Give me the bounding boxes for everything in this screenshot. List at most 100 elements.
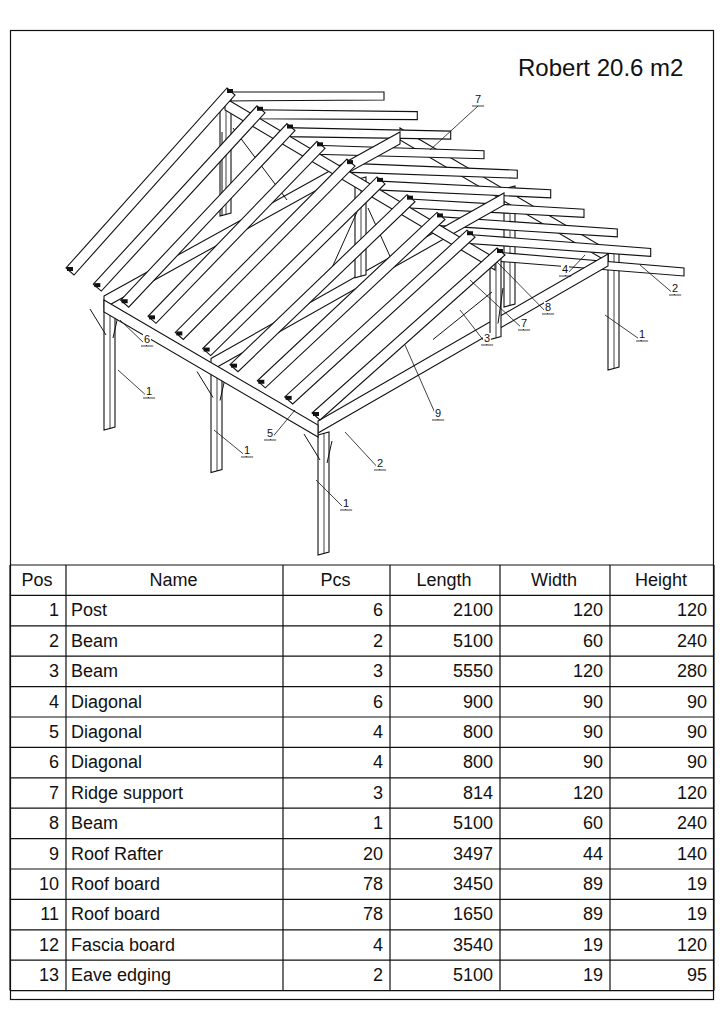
table-rule — [10, 595, 714, 596]
timber-edge — [496, 259, 497, 339]
timber-edge — [327, 441, 332, 463]
table-cell: 4 — [288, 934, 383, 956]
table-cell: Roof board — [71, 903, 276, 925]
table-header: Width — [505, 569, 603, 591]
table-cell: 120 — [505, 660, 603, 682]
table-cell: 19 — [615, 873, 707, 895]
table-cell: 3497 — [395, 843, 493, 865]
callout-number: 6 — [143, 334, 151, 345]
roof-rafter — [285, 128, 451, 140]
rafter-bracket — [258, 380, 264, 384]
table-rule — [10, 868, 714, 869]
table-cell: 6 — [288, 691, 383, 713]
timber-edge — [498, 288, 503, 324]
roof-rafter — [93, 106, 265, 291]
table-header: Height — [615, 569, 707, 591]
table-cell: 90 — [615, 691, 707, 713]
table-cell: Roof board — [71, 873, 276, 895]
table-rule — [10, 990, 714, 991]
table-cell: 8 — [15, 812, 59, 834]
rafter-bracket — [122, 299, 128, 303]
roof-rafter — [315, 145, 484, 158]
table-cell: Roof Rafter — [71, 843, 276, 865]
leader-line — [497, 262, 548, 314]
table-cell: 120 — [615, 934, 707, 956]
table-cell: Eave edging — [71, 964, 276, 986]
table-cell: Beam — [71, 812, 276, 834]
table-rule — [10, 747, 714, 748]
leader-line — [143, 398, 155, 399]
leader-line — [605, 315, 642, 341]
table-rule — [609, 565, 610, 991]
table-rule — [10, 899, 714, 900]
roof-rafter — [285, 230, 475, 404]
callout-number: 5 — [266, 428, 274, 439]
callout-number: 1 — [638, 329, 646, 340]
roof-rafter — [121, 124, 295, 308]
post — [318, 432, 329, 555]
table-rule — [10, 960, 714, 961]
table-cell: 3 — [288, 782, 383, 804]
leader-line — [518, 330, 530, 331]
table-cell: 44 — [505, 843, 603, 865]
rafter-bracket — [437, 213, 443, 217]
rafter-bracket — [347, 160, 353, 164]
callout-number: 7 — [474, 94, 482, 105]
leader-line — [264, 440, 276, 441]
table-cell: 10 — [15, 873, 59, 895]
table-cell: 5100 — [395, 812, 493, 834]
post — [211, 370, 222, 473]
frame — [11, 31, 714, 1000]
rafter-bracket — [231, 364, 237, 368]
leader-line — [636, 341, 648, 342]
table-cell: 2 — [288, 630, 383, 652]
table-cell: 1650 — [395, 903, 493, 925]
leader-line — [472, 106, 484, 107]
table-cell: 12 — [15, 934, 59, 956]
table-cell: 3 — [15, 660, 59, 682]
table-rule — [10, 808, 714, 809]
leader-lines — [118, 106, 681, 510]
roof-rafter — [255, 110, 417, 120]
rafter-bracket — [467, 231, 473, 235]
callout-number: 4 — [561, 264, 569, 275]
rafter-bracket — [67, 267, 73, 271]
callout-number: 3 — [483, 333, 491, 344]
post — [104, 307, 115, 430]
table-rule — [389, 565, 390, 991]
leader-line — [542, 314, 554, 315]
leader-line — [481, 345, 493, 346]
timber-edge — [110, 309, 111, 429]
table-cell: 120 — [615, 782, 707, 804]
table-cell: Diagonal — [71, 721, 276, 743]
table-cell: Post — [71, 599, 276, 621]
roof-rafter — [375, 181, 551, 198]
table-cell: 7 — [15, 782, 59, 804]
table-cell: 90 — [505, 721, 603, 743]
table-cell: 9 — [15, 843, 59, 865]
table-cell: 20 — [288, 843, 383, 865]
table-cell: 1 — [15, 599, 59, 621]
table-cell: 19 — [505, 934, 603, 956]
table-rule — [10, 564, 714, 565]
roof-rafter — [175, 159, 355, 339]
table-cell: 4 — [15, 691, 59, 713]
table-cell: 6 — [15, 751, 59, 773]
roof-rafter — [257, 212, 445, 387]
table-rule — [65, 565, 66, 991]
table-cell: Beam — [71, 660, 276, 682]
table-cell: 60 — [505, 812, 603, 834]
leader-line — [640, 265, 675, 295]
timber-edge — [197, 372, 213, 398]
rafter-bracket — [497, 249, 503, 253]
rafter-bracket — [287, 125, 293, 129]
table-cell: 3450 — [395, 873, 493, 895]
table-cell: 5 — [15, 721, 59, 743]
callout-number: 2 — [671, 283, 679, 294]
table-cell: 5550 — [395, 660, 493, 682]
drawing-title: Robert 20.6 m2 — [518, 56, 683, 80]
table-cell: 900 — [395, 691, 493, 713]
table-rule — [499, 565, 500, 991]
